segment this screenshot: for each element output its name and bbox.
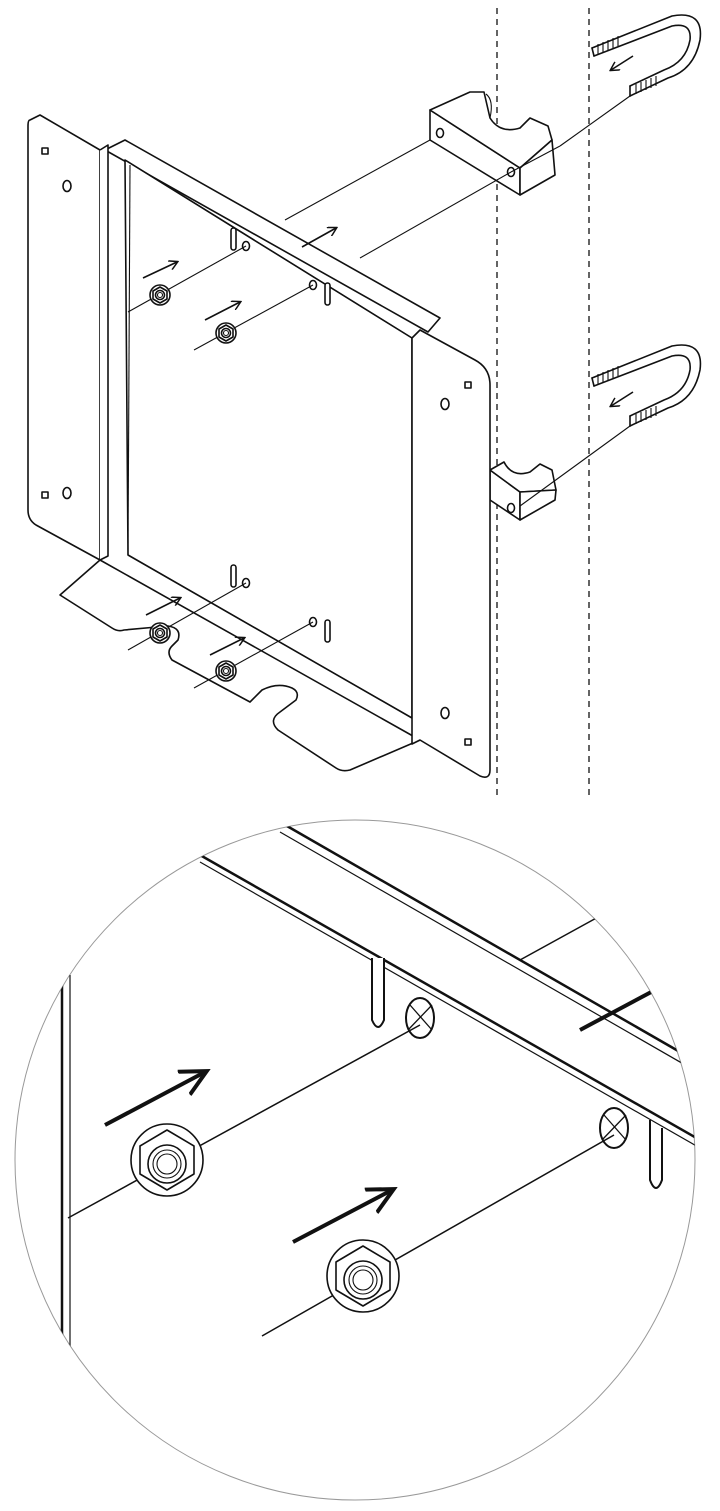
direction-arrow-icon [204,302,240,321]
hex-flange-nut-icon [215,322,237,344]
hex-flange-nut-icon [326,1239,400,1313]
hex-flange-nut-icon [149,622,171,644]
lower-pole-clamp [489,461,557,521]
upper-u-bolt-icon [591,14,702,97]
bracket-arrow-icon [301,228,336,248]
lower-ubolt-arrow-icon [611,391,634,406]
box-mounting-bracket [27,114,491,778]
direction-arrow-icon [142,262,177,279]
hex-flange-nut-icon [215,660,237,682]
direction-arrow-icon [292,1190,392,1244]
detail-magnifier-circle [14,819,696,1501]
lower-u-bolt-icon [591,344,702,427]
clamp-bolt-lines [284,95,631,507]
hex-flange-nut-icon [130,1123,204,1197]
direction-arrow-icon [104,1072,205,1127]
bracket-nuts [127,245,314,689]
direction-arrow-icon [145,598,180,616]
direction-arrow-icon [209,638,244,656]
hex-flange-nut-icon [149,284,171,306]
upper-pole-clamp [429,91,556,196]
upper-ubolt-arrow-icon [611,55,634,70]
